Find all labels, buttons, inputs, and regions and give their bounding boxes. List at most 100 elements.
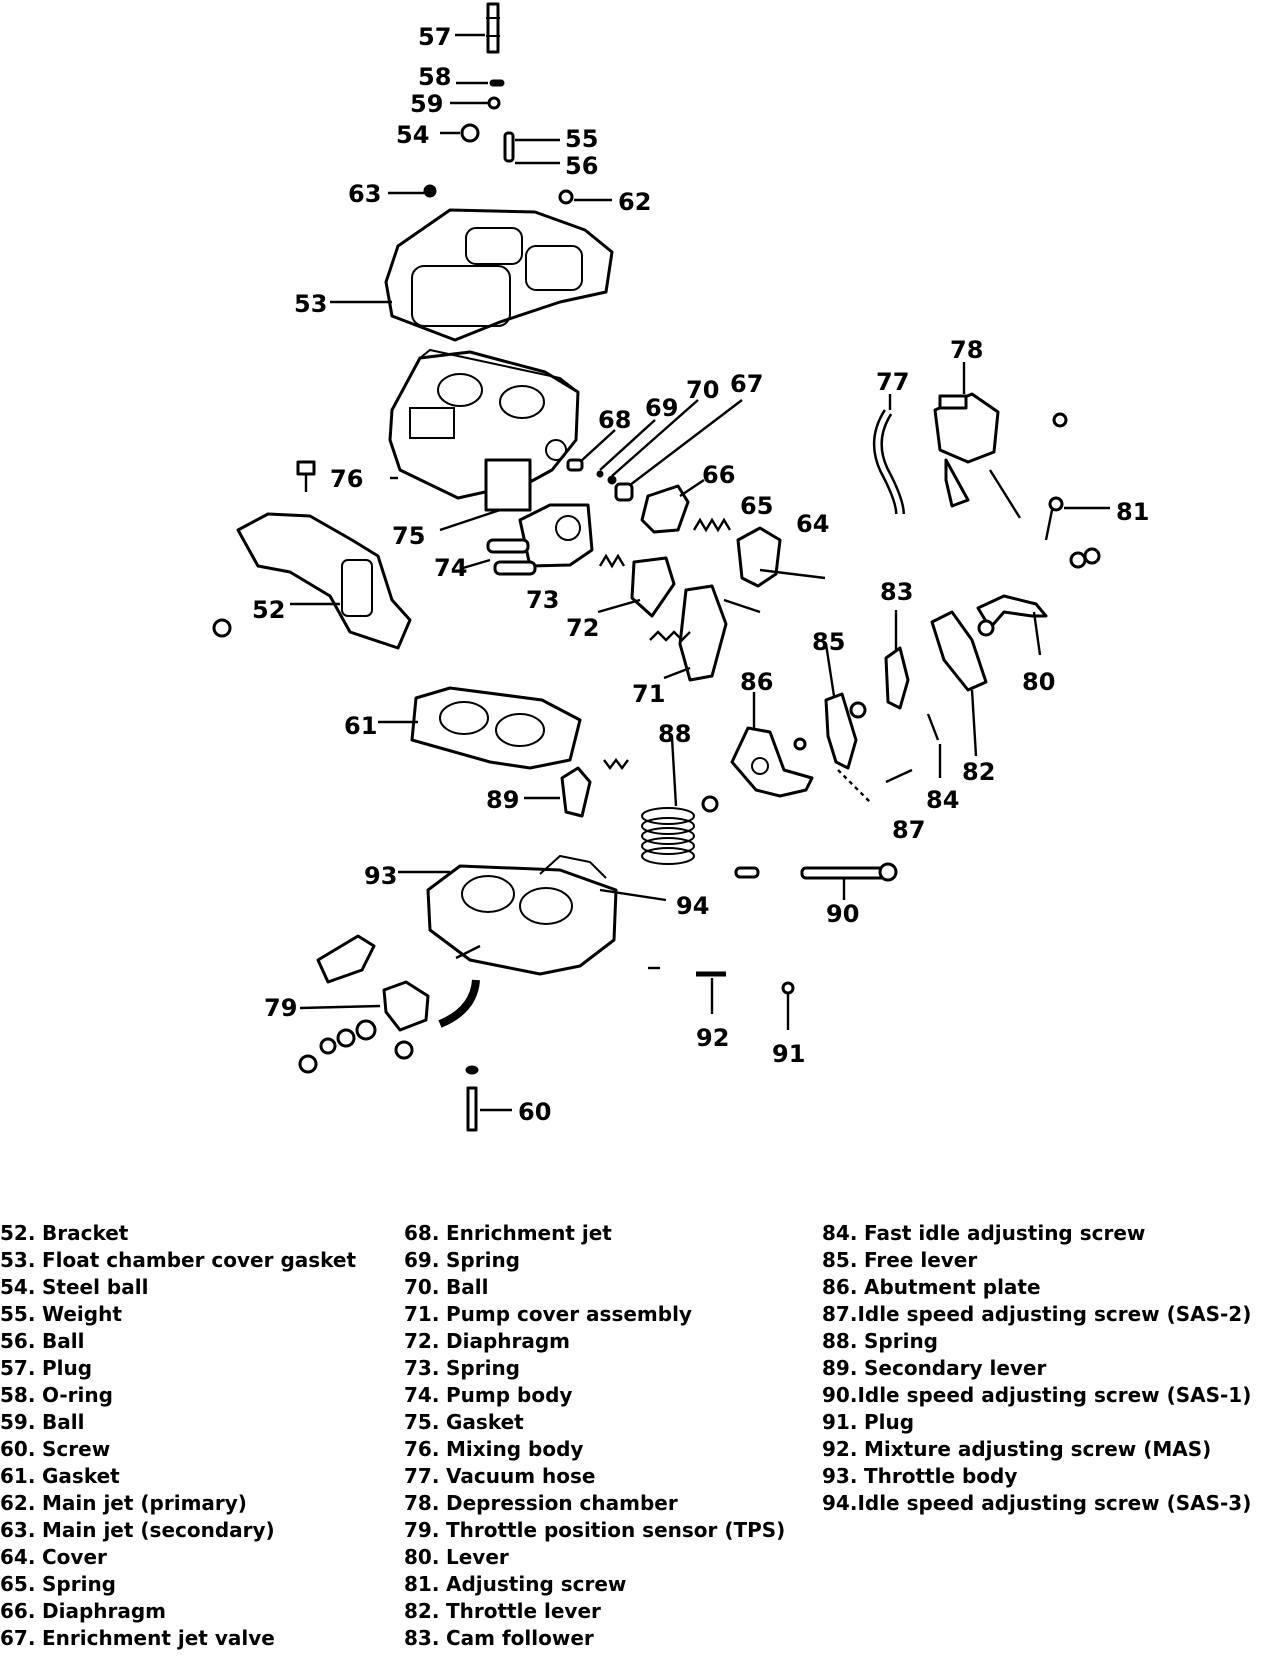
legend-item-number: 78.	[404, 1491, 440, 1515]
leader-69	[599, 419, 656, 471]
callout-58: 58	[418, 63, 451, 91]
part-58-o-ring	[489, 79, 505, 87]
exploded-carburetor-diagram: 57 58 59 54 55 56 63 62 53 78 77 70 67 6…	[212, 2, 1149, 1132]
legend-item-name: Gasket	[446, 1410, 524, 1434]
legend-item: 81.Adjusting screw	[404, 1571, 824, 1598]
legend-item-number: 74.	[404, 1383, 440, 1407]
legend-item-number: 88.	[822, 1329, 858, 1353]
legend-item: 76.Mixing body	[404, 1436, 824, 1463]
leader-80	[1032, 611, 1042, 656]
legend-item-number: 93.	[822, 1464, 858, 1488]
part-62-main-jet-primary	[558, 189, 574, 205]
legend-item-number: 89.	[822, 1356, 858, 1380]
callout-94: 94	[676, 892, 709, 920]
legend-item: 89.Secondary lever	[822, 1355, 1242, 1382]
legend-item: 94.Idle speed adjusting screw (SAS-3)	[822, 1490, 1251, 1517]
leader-68	[579, 429, 616, 463]
part-68-enrichment-jet	[566, 458, 584, 472]
legend-item-number: 94.	[822, 1491, 858, 1515]
legend-item: 82.Throttle lever	[404, 1598, 824, 1625]
part-90-sas-1	[734, 862, 898, 882]
legend-item-number: 56.	[0, 1329, 36, 1353]
legend-item-name: Bracket	[42, 1221, 129, 1245]
leader-74	[462, 558, 491, 570]
callout-77: 77	[876, 368, 909, 396]
part-81-adjusting-screw	[1044, 496, 1101, 569]
leader-67	[629, 399, 743, 486]
legend-item: 67.Enrichment jet valve	[0, 1625, 420, 1652]
legend-item-number: 75.	[404, 1410, 440, 1434]
legend-item-number: 65.	[0, 1572, 36, 1596]
legend-item: 74.Pump body	[404, 1382, 824, 1409]
legend-item: 69.Spring	[404, 1247, 824, 1274]
legend-item-name: Pump cover assembly	[446, 1302, 692, 1326]
legend-item-name: Lever	[446, 1545, 509, 1569]
callout-79: 79	[264, 994, 297, 1022]
legend-item: 60.Screw	[0, 1436, 420, 1463]
part-83-cam-follower	[884, 646, 910, 710]
part-74-pump-body	[486, 503, 594, 576]
legend-item-name: Ball	[446, 1275, 489, 1299]
leader-82	[970, 689, 978, 757]
callout-83: 83	[880, 578, 913, 606]
legend-item-number: 60.	[0, 1437, 36, 1461]
part-67-enrichment-jet-valve	[614, 482, 634, 502]
legend-item-name: Main jet (primary)	[42, 1491, 247, 1515]
legend-item-number: 62.	[0, 1491, 36, 1515]
part-61-gasket	[410, 686, 582, 770]
callout-82: 82	[962, 758, 995, 786]
legend-item-name: Ball	[42, 1410, 85, 1434]
part-80-82-levers	[930, 594, 1048, 692]
legend-item: 86.Abutment plate	[822, 1274, 1242, 1301]
legend-item-name: Float chamber cover gasket	[42, 1248, 357, 1272]
leader-71	[663, 666, 691, 680]
legend-item: 65.Spring	[0, 1571, 420, 1598]
legend-item-number: 57.	[0, 1356, 36, 1380]
legend-item-name: Diaphragm	[42, 1599, 167, 1623]
legend-item-name: Steel ball	[42, 1275, 149, 1299]
callout-53: 53	[294, 290, 327, 318]
legend-item-number: 55.	[0, 1302, 36, 1326]
legend-item: 84.Fast idle adjusting screw	[822, 1220, 1242, 1247]
legend-item-number: 72.	[404, 1329, 440, 1353]
legend-item-number: 64.	[0, 1545, 36, 1569]
callout-65: 65	[740, 492, 773, 520]
legend-item: 66.Diaphragm	[0, 1598, 420, 1625]
leader-88	[670, 737, 678, 807]
legend-item: 72.Diaphragm	[404, 1328, 824, 1355]
legend-item-number: 52.	[0, 1221, 36, 1245]
legend-item-name: Vacuum hose	[446, 1464, 596, 1488]
legend-item-name: Secondary lever	[864, 1356, 1047, 1380]
legend-item: 55.Weight	[0, 1301, 420, 1328]
part-92-mixture-adjusting-screw	[648, 966, 726, 977]
callout-89: 89	[486, 786, 519, 814]
legend-item-name: Spring	[864, 1329, 938, 1353]
legend-item: 53.Float chamber cover gasket	[0, 1247, 420, 1274]
callout-55: 55	[565, 125, 598, 153]
callout-70: 70	[686, 376, 719, 404]
callout-92: 92	[696, 1024, 729, 1052]
part-89-secondary-lever	[560, 766, 592, 818]
legend-item: 83.Cam follower	[404, 1625, 824, 1652]
legend-item-name: Throttle body	[864, 1464, 1018, 1488]
legend-item-name: Enrichment jet valve	[42, 1626, 275, 1650]
legend-item-name: Pump body	[446, 1383, 573, 1407]
legend-item: 91.Plug	[822, 1409, 1242, 1436]
leader-75	[439, 508, 501, 532]
legend-item-number: 80.	[404, 1545, 440, 1569]
part-76-screw	[296, 460, 316, 492]
legend-item-number: 68.	[404, 1221, 440, 1245]
legend-item-number: 69.	[404, 1248, 440, 1272]
callout-69: 69	[645, 394, 678, 422]
legend-item: 93.Throttle body	[822, 1463, 1242, 1490]
legend-item: 70.Ball	[404, 1274, 824, 1301]
legend-item-number: 58.	[0, 1383, 36, 1407]
callout-91: 91	[772, 1040, 805, 1068]
legend-item: 52.Bracket	[0, 1220, 420, 1247]
callout-72: 72	[566, 614, 599, 642]
leader-79	[299, 1004, 381, 1010]
part-72-diaphragm	[630, 556, 676, 618]
callout-90: 90	[826, 900, 859, 928]
legend-item: 54.Steel ball	[0, 1274, 420, 1301]
part-70-ball	[607, 475, 617, 485]
